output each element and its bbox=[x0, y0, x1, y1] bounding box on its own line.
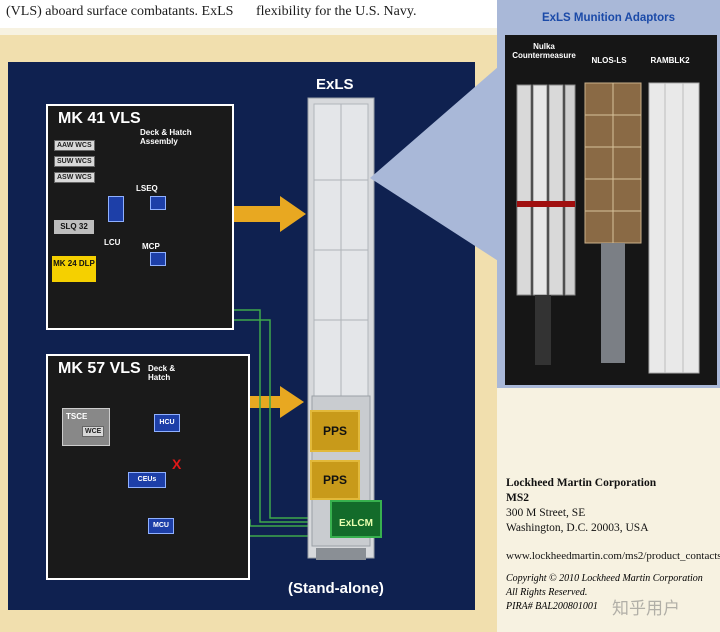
company-name: Lockheed Martin Corporation bbox=[506, 477, 657, 489]
pps-module-2: PPS bbox=[310, 460, 360, 500]
copyright-text: Copyright © 2010 Lockheed Martin Corpora… bbox=[506, 573, 703, 584]
callout-wedge bbox=[370, 60, 506, 266]
lseq-unit bbox=[150, 196, 166, 210]
aaw-wcs: AAW WCS bbox=[54, 140, 95, 151]
pps-module-1: PPS bbox=[310, 410, 360, 452]
lcu-unit bbox=[108, 196, 124, 222]
adaptor-label-nulka: Nulka Countermeasure bbox=[512, 42, 576, 60]
tsce-label: TSCE bbox=[66, 412, 88, 421]
mcu-unit: MCU bbox=[148, 518, 174, 534]
pira-text: PIRA# BAL200801001 bbox=[506, 601, 598, 612]
mk57-deck-hatch-label: Deck & Hatch bbox=[148, 364, 176, 382]
mk57-vls-box bbox=[46, 354, 250, 580]
product-url[interactable]: www.lockheedmartin.com/ms2/product_conta… bbox=[506, 550, 720, 562]
wce-box: WCE bbox=[82, 426, 105, 437]
exls-title: ExLS bbox=[316, 76, 354, 93]
mk24-dlp-box: MK 24 DLP bbox=[52, 256, 96, 282]
ramblk2-canister bbox=[648, 82, 700, 374]
rights-text: All Rights Reserved. bbox=[506, 587, 588, 598]
lseq-label: LSEQ bbox=[136, 184, 158, 193]
x-mark: X bbox=[172, 456, 182, 472]
arrow-mk41-to-exls bbox=[222, 196, 306, 232]
suw-wcs: SUW WCS bbox=[54, 156, 95, 167]
mk41-title: MK 41 VLS bbox=[58, 110, 141, 127]
lcu-label: LCU bbox=[104, 238, 121, 247]
arrow-mk57-to-exls bbox=[218, 386, 304, 418]
nlos-ls-canister bbox=[584, 82, 642, 363]
mcp-unit bbox=[150, 252, 166, 266]
company-ms: MS2 bbox=[506, 492, 529, 504]
mcp-label: MCP bbox=[142, 242, 160, 251]
street-address: 300 M Street, SE bbox=[506, 507, 586, 519]
city-address: Washington, D.C. 20003, USA bbox=[506, 522, 649, 534]
body-text-right: flexibility for the U.S. Navy. bbox=[256, 4, 417, 19]
nulka-canister bbox=[516, 84, 576, 365]
adaptor-label-nlos-ls: NLOS-LS bbox=[591, 56, 627, 65]
asw-wcs: ASW WCS bbox=[54, 172, 95, 183]
body-text-left: (VLS) aboard surface combatants. ExLS bbox=[6, 4, 234, 19]
adaptors-title: ExLS Munition Adaptors bbox=[541, 12, 676, 24]
adaptor-canisters bbox=[516, 82, 700, 374]
standalone-label: (Stand-alone) bbox=[288, 580, 384, 597]
hcu-unit: HCU bbox=[154, 414, 180, 432]
mk57-title: MK 57 VLS bbox=[58, 360, 141, 377]
ceus-unit: CEUs bbox=[128, 472, 166, 488]
mk41-deck-hatch-label: Deck & Hatch Assembly bbox=[140, 128, 192, 146]
adaptor-label-ramblk2: RAMBLK2 bbox=[650, 56, 690, 65]
watermark: 知乎用户 bbox=[612, 599, 680, 618]
exlcm-module: ExLCM bbox=[330, 500, 382, 538]
slq-32-box: SLQ 32 bbox=[54, 220, 94, 234]
